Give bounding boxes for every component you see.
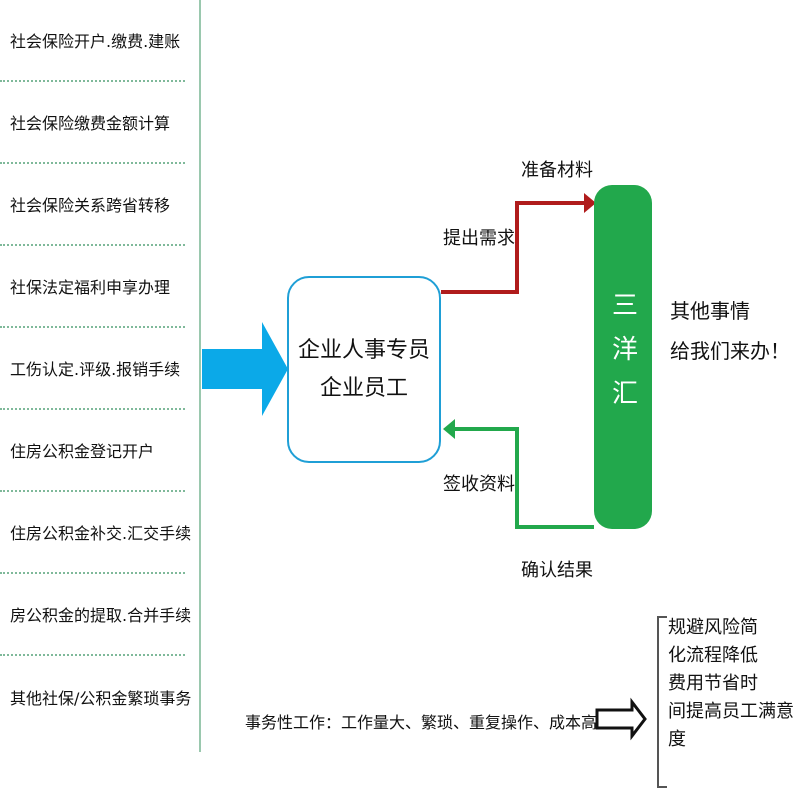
routine-work-text: 事务性工作：工作量大、繁琐、重复操作、成本高 [245,713,598,732]
request-arrow [441,201,584,294]
other-note-line-2: 给我们来办！ [670,339,790,363]
list-item: 社会保险缴费金额计算 [0,82,185,164]
list-divider [199,0,201,752]
return-arrow [455,427,594,529]
box-line-2: 企业员工 [319,375,408,401]
list-item: 住房公积金补交.汇交手续 [0,492,191,574]
list-item: 房公积金的提取.合并手续 [0,574,191,656]
list-item: 社保法定福利申享办理 [0,246,185,328]
big-arrow-icon [202,322,288,416]
request-arrowhead-icon [584,193,596,213]
provider-box: 三洋汇 [594,185,652,529]
list-item: 其他社保/公积金繁琐事务 [10,689,192,708]
hr-staff-box: 企业人事专员 企业员工 [287,276,441,463]
benefit-line: 费用节省时 [668,673,758,694]
confirm-label: 确认结果 [521,560,593,581]
benefits-bracket [657,616,667,788]
benefits-list: 规避风险简 化流程降低 费用节省时 间提高员工满意度 [668,614,800,754]
box-line-1: 企业人事专员 [297,337,430,363]
prepare-label: 准备材料 [521,160,593,181]
other-note-line-1: 其他事情 [670,299,750,323]
benefit-line: 间提高员工满意度 [668,701,794,750]
benefit-line: 化流程降低 [668,645,758,666]
return-arrowhead-icon [443,419,455,439]
list-item: 住房公积金登记开户 [0,410,185,492]
request-label: 提出需求 [443,228,515,249]
double-arrow-icon [595,697,647,741]
list-item: 社会保险关系跨省转移 [0,164,185,246]
sign-label: 签收资料 [443,474,515,495]
provider-name: 三洋汇 [607,291,638,423]
benefit-line: 规避风险简 [668,617,758,638]
list-item: 社会保险开户.缴费.建账 [0,0,185,82]
list-item: 工伤认定.评级.报销手续 [0,328,185,410]
other-note: 其他事情 给我们来办！ [670,291,790,371]
